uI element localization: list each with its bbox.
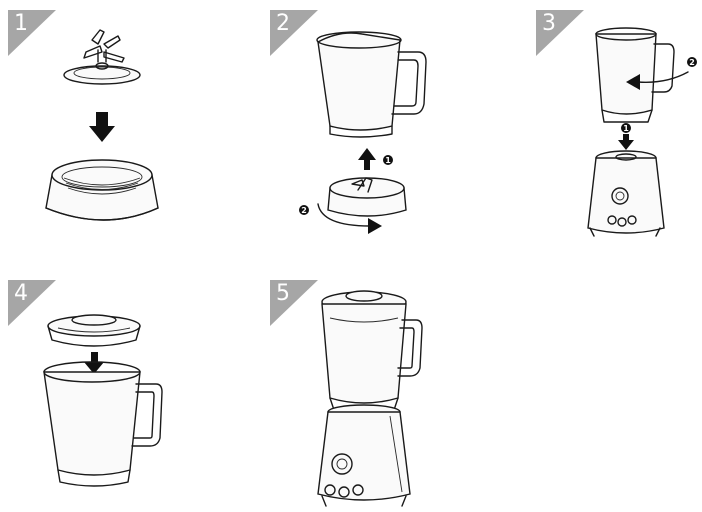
step-1-panel: 1 <box>0 0 230 250</box>
jar-and-base-illustration: 1 2 <box>230 0 470 250</box>
step-2-callout-1: 1 <box>385 156 391 165</box>
step-3-panel: 3 2 1 <box>470 0 702 250</box>
step-3-callout-2: 2 <box>689 58 695 67</box>
step-3-callout-1: 1 <box>623 124 629 133</box>
step-2-panel: 2 1 2 <box>230 0 470 250</box>
step-5-panel: 5 <box>230 260 470 512</box>
blade-assembly-illustration <box>0 0 230 240</box>
assembled-blender-illustration <box>230 260 470 512</box>
step-4-panel: 4 <box>0 260 230 512</box>
lid-on-jar-illustration <box>0 260 230 512</box>
step-2-callout-2: 2 <box>301 206 307 215</box>
jar-on-motor-illustration: 2 1 <box>470 0 702 250</box>
